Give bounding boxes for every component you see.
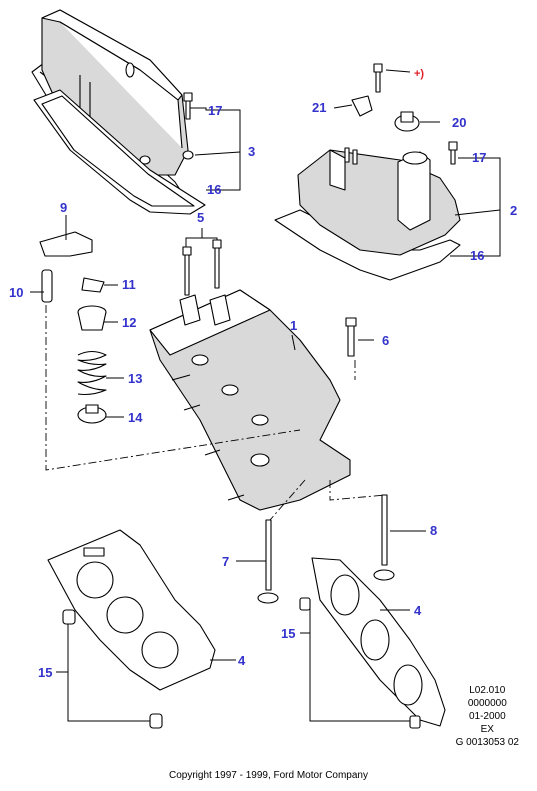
callout-4-right: 4: [414, 603, 422, 618]
alignment-lines: [45, 305, 386, 521]
callout-5: 5: [197, 210, 204, 225]
callout-14: 14: [128, 410, 143, 425]
reference-line-3: 01-2000: [468, 711, 506, 722]
plus-marker: +): [414, 68, 424, 80]
callout-labels: 1 2 3 4 4 5 6 7 8 9 10 11 12 13 14 15 15…: [9, 68, 517, 680]
callout-3: 3: [248, 144, 255, 159]
reference-line-4: EX: [480, 724, 494, 735]
valve-stem-seal: [77, 305, 107, 331]
callout-16-right: 16: [470, 248, 484, 263]
callout-13: 13: [128, 371, 142, 386]
head-gasket-right: [311, 557, 446, 727]
callout-17-left: 17: [208, 103, 222, 118]
leader-lines: [30, 69, 501, 722]
rocker-arm: [39, 231, 93, 257]
callout-15-left: 15: [38, 665, 52, 680]
callout-11: 11: [122, 277, 136, 292]
spring-seat: [77, 404, 107, 424]
callout-20: 20: [452, 115, 466, 130]
reference-line-2: 0000000: [467, 698, 507, 709]
bolts-5: [182, 239, 222, 296]
valve-collet: [81, 277, 105, 293]
oil-filler-cap: [394, 111, 420, 132]
valve-cover-right: [274, 147, 461, 281]
valve-8: [373, 494, 395, 581]
callout-8: 8: [430, 523, 437, 538]
callout-21: 21: [312, 100, 326, 115]
reference-line-1: L02.010: [469, 685, 506, 696]
callout-1: 1: [290, 318, 297, 333]
callout-7: 7: [222, 554, 229, 569]
callout-12: 12: [122, 315, 136, 330]
callout-4-left: 4: [238, 653, 246, 668]
copyright-text: Copyright 1997 - 1999, Ford Motor Compan…: [169, 770, 368, 781]
cylinder-head: [149, 289, 351, 511]
head-gasket-left: [47, 529, 216, 691]
sensor-21: [351, 63, 383, 117]
lash-adjuster: [41, 269, 53, 303]
bolt-17-right: [448, 141, 458, 165]
callout-9: 9: [60, 200, 67, 215]
valve-spring: [77, 350, 107, 396]
callout-16-left: 16: [207, 182, 221, 197]
callout-6: 6: [382, 333, 389, 348]
reference-block: L02.010 0000000 01-2000 EX G 0013053 02: [456, 684, 519, 749]
bolt-17-left: [183, 92, 193, 120]
valve-7: [257, 519, 279, 604]
callout-2: 2: [510, 203, 517, 218]
valve-cover-gasket-left: [33, 89, 206, 215]
callout-10: 10: [9, 285, 23, 300]
callout-15-right: 15: [281, 626, 295, 641]
head-bolt-6: [345, 317, 357, 357]
reference-line-5: G 0013053 02: [455, 737, 519, 748]
dowel-sleeves: [62, 597, 421, 729]
callout-17-right: 17: [472, 150, 486, 165]
